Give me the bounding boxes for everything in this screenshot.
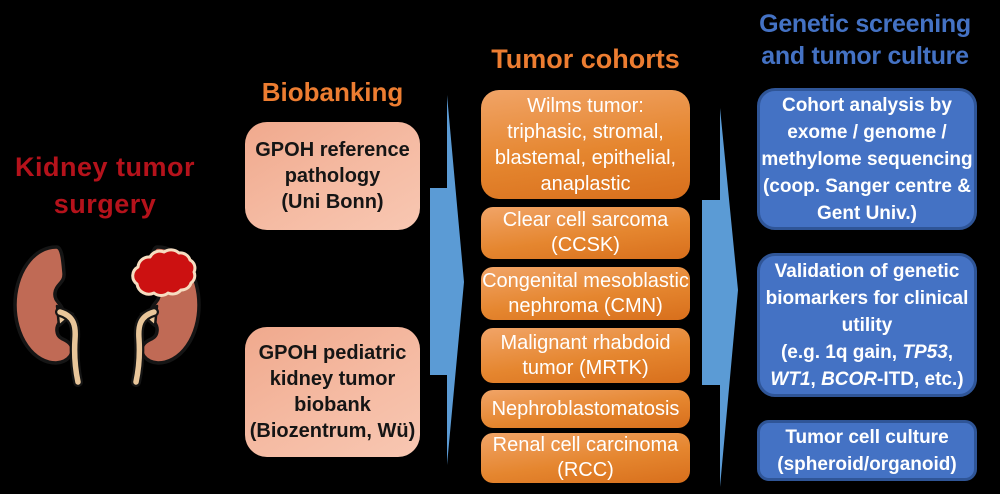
left-kidney: [13, 245, 83, 387]
genetic-screening-heading: Genetic screening and tumor culture: [741, 8, 989, 72]
analysis-sequencing-label: Cohort analysis by exome / genome / meth…: [761, 94, 973, 224]
tumor-icon: [131, 248, 197, 298]
cohort-box-ccsk: Clear cell sarcoma (CCSK): [481, 207, 690, 259]
cohort-cmn-label: Congenital mesoblastic nephroma (CMN): [482, 269, 689, 317]
tumor-cohorts-heading: Tumor cohorts: [491, 44, 680, 74]
analysis-box-sequencing: Cohort analysis by exome / genome / meth…: [757, 88, 977, 230]
kidney-surgery-title-line2: surgery: [53, 189, 157, 219]
cohort-box-wilms: Wilms tumor: triphasic, stromal, blastem…: [481, 90, 690, 199]
biobanking-heading: Biobanking: [261, 77, 404, 107]
flow-arrow-left-icon: [430, 95, 464, 465]
flow-arrow-right-icon: [702, 108, 738, 487]
genetic-screening-heading-line2: and tumor culture: [761, 42, 969, 70]
gpoh-reference-pathology-label: GPOH reference pathology (Uni Bonn): [255, 139, 410, 213]
cohort-ccsk-label: Clear cell sarcoma (CCSK): [502, 209, 669, 256]
gpoh-biobank-label: GPOH pediatric kidney tumor biobank (Bio…: [249, 342, 416, 442]
analysis-validation-label: Validation of genetic biomarkers for cli…: [765, 260, 969, 390]
analysis-culture-label: Tumor cell culture (spheroid/organoid): [777, 426, 957, 475]
kidney-surgery-title-line1: Kidney tumor: [14, 152, 195, 182]
cohort-box-nephroblastomatosis: Nephroblastomatosis: [481, 390, 690, 428]
cohort-box-cmn: Congenital mesoblastic nephroma (CMN): [481, 267, 690, 320]
cohort-rcc-label: Renal cell carcinoma (RCC): [492, 434, 679, 481]
cohort-nephroblastomatosis-label: Nephroblastomatosis: [491, 397, 680, 420]
kidney-surgery-title: Kidney tumor surgery: [2, 149, 208, 223]
genetic-screening-heading-line1: Genetic screening: [759, 10, 971, 38]
cohort-mrtk-label: Malignant rhabdoid tumor (MRTK): [500, 331, 671, 379]
cohort-wilms-label: Wilms tumor: triphasic, stromal, blastem…: [494, 94, 677, 195]
gpoh-reference-pathology-box: GPOH reference pathology (Uni Bonn): [245, 122, 420, 230]
kidneys-with-tumor-icon: [13, 245, 201, 387]
gpoh-biobank-box: GPOH pediatric kidney tumor biobank (Bio…: [245, 327, 420, 457]
cohort-box-mrtk: Malignant rhabdoid tumor (MRTK): [481, 328, 690, 383]
analysis-box-culture: Tumor cell culture (spheroid/organoid): [757, 420, 977, 481]
analysis-box-validation: Validation of genetic biomarkers for cli…: [757, 253, 977, 397]
cohort-box-rcc: Renal cell carcinoma (RCC): [481, 433, 690, 483]
